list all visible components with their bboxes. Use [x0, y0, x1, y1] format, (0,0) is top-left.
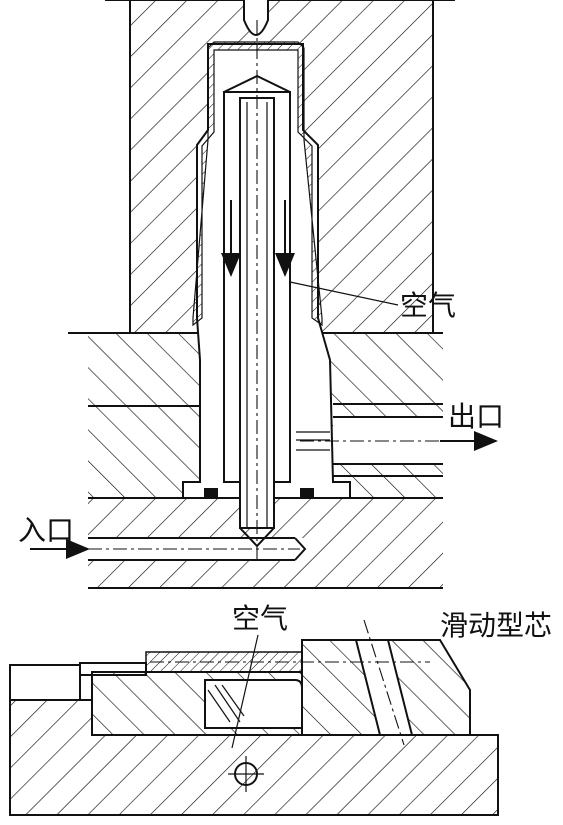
seal-ring-right: [300, 488, 314, 498]
air-pocket: [204, 679, 303, 729]
bottom-figure: 空气 滑动型芯: [9, 602, 552, 816]
air-label-top: 空气: [400, 289, 456, 322]
seal-ring-left: [204, 488, 218, 498]
product-wall: [192, 41, 323, 327]
outlet-label: 出口: [448, 400, 504, 433]
inlet-label: 入口: [18, 514, 74, 547]
nozzle: [243, 0, 269, 36]
sliding-core-label: 滑动型芯: [440, 609, 552, 642]
air-label-bottom: 空气: [232, 602, 288, 635]
air-leader-line-bottom: [231, 634, 259, 749]
angled-pin: [354, 639, 414, 736]
air-leader-line: [289, 281, 399, 306]
left-block: [9, 664, 81, 701]
top-figure: 空气 出口 入口: [18, 0, 504, 589]
